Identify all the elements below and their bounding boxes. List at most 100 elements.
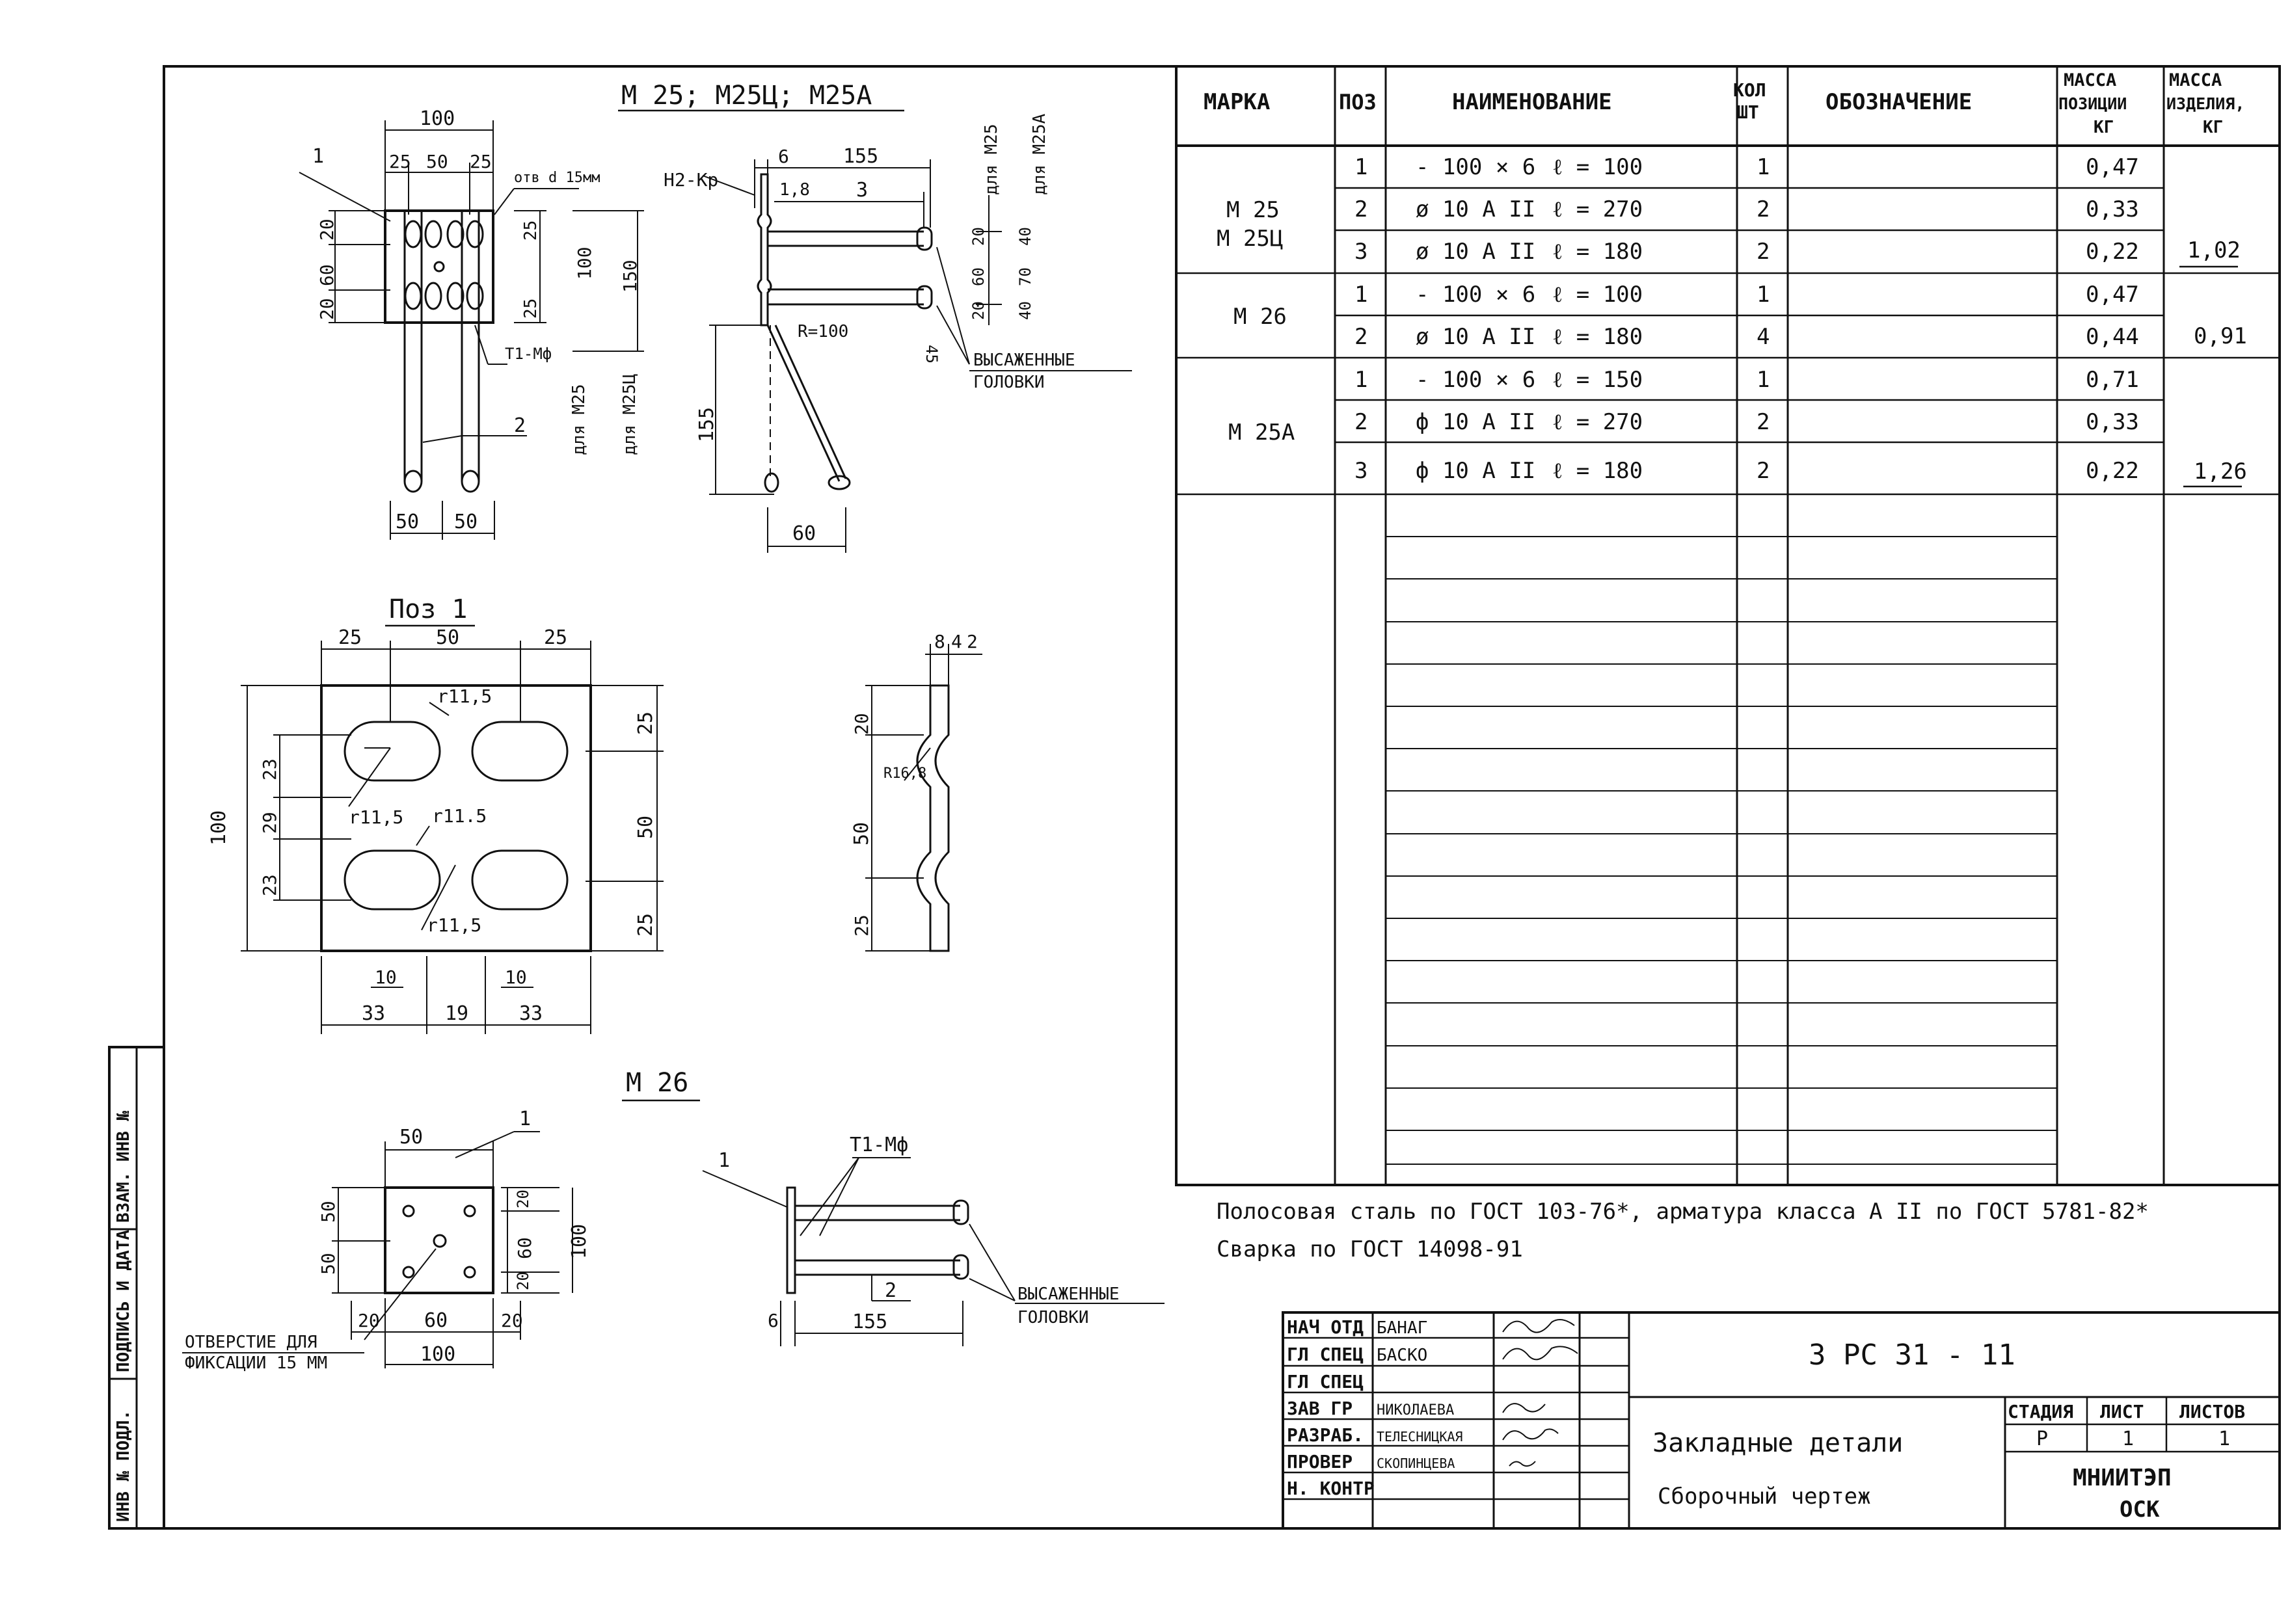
len-2-1: ℓ = 100 [1552,282,1643,308]
prof-dim-20: 20 [851,713,872,735]
len-1-1: ℓ = 100 [1552,154,1643,180]
name-1-2: ø 10 А II [1416,196,1535,222]
m26-front-view: М 26 50 1 50 50 20 60 20 100 20 60 20 [182,1068,700,1373]
dim-20-b: 20 [316,298,338,320]
mass-3-3: 0,22 [2086,458,2139,484]
empty-rows [1386,536,2057,1165]
prof-dim-4: 4 [951,631,962,652]
dim-100-side: 100 [574,246,595,280]
prof-dim-25: 25 [851,914,872,937]
p1-dim-25-c: 25 [634,712,657,735]
role-5: ПРОВЕР [1287,1451,1353,1472]
name-4: ТЕЛЕСНИЦКАЯ [1377,1429,1462,1444]
callout-2: 2 [514,414,526,437]
name-3: НИКОЛАЕВА [1377,1402,1454,1418]
m25-side-view: 6 155 1,8 3 R=100 45 155 60 20 60 20 40 … [664,113,1132,553]
name-1: БАСКО [1377,1346,1427,1365]
header-qty-2: ШТ [1737,101,1759,123]
side-dim-20-b: 20 [969,301,988,320]
header-mass-item-3: КГ [2203,118,2223,137]
m26s-callout-2: 2 [885,1279,896,1302]
pos-3-1: 1 [1354,367,1367,393]
len-3-2: ℓ = 270 [1552,409,1643,435]
p1-dim-25-b: 25 [544,626,567,649]
mass-1-1: 0,47 [2086,154,2139,180]
name-2-1: - 100 × 6 [1416,282,1535,308]
pos-2-2: 2 [1354,324,1367,350]
mass-item-1: 1,02 [2187,237,2241,263]
pos1-detail: Поз 1 25 50 25 r11,5 [208,594,664,1034]
dim-25-c: 25 [521,220,541,241]
role-2: ГЛ СПЕЦ [1287,1371,1364,1392]
p1-dim-33-b: 33 [519,1002,543,1025]
mass-3-1: 0,71 [2086,367,2139,393]
m26-side-view: Т1-Мф 1 2 6 155 ВЫСАЖЕННЫЕ ГОЛОВКИ [702,1134,1165,1346]
p1-r-1: r11,5 [437,686,492,707]
side-dim-r100: R=100 [798,322,848,341]
side-dim-40-a: 40 [1016,227,1034,246]
title-m26: М 26 [626,1068,688,1098]
role-4: РАЗРАБ. [1287,1424,1364,1446]
sheets-value: 1 [2218,1428,2230,1450]
p1-dim-19: 19 [445,1002,468,1025]
mass-2-2: 0,44 [2086,324,2139,350]
m26-dim-20-c: 20 [514,1190,532,1208]
name-1-3: ø 10 А II [1416,239,1535,265]
qty-2-2: 4 [1757,324,1770,350]
m26-dim-50-top: 50 [399,1126,423,1149]
m26s-dim-6: 6 [768,1310,779,1331]
p1-dim-100: 100 [208,810,230,845]
side-dim-45: 45 [923,345,941,364]
stamp-inv-podl: ИНВ № ПОДЛ. [114,1410,133,1522]
mass-1-2: 0,33 [2086,196,2139,222]
callout-t1mf: Т1-Мф [505,345,552,363]
pos1-holes [344,721,569,911]
len-1-3: ℓ = 180 [1552,239,1643,265]
m25-plate [384,209,494,324]
pos-1-2: 2 [1354,196,1367,222]
dim-50-b: 50 [396,511,419,533]
signatures [1502,1319,1578,1467]
org-1: МНИИТЭП [2073,1465,2172,1491]
side-callout-m25: для М25 [982,124,1001,195]
len-3-3: ℓ = 180 [1552,458,1643,484]
prof-dim-50: 50 [850,822,873,845]
m26-dim-50-a: 50 [317,1201,339,1223]
stage-value: Р [2036,1428,2048,1450]
p1-dim-10-a: 10 [375,966,397,988]
header-pos: ПОЗ [1339,90,1377,114]
m25-front-view: М 25; М25Ц; М25А [299,81,904,540]
stage-header: СТАДИЯ [2008,1401,2073,1422]
note-line-1: Полосовая сталь по ГОСТ 103-76*, арматур… [1217,1199,2149,1225]
note-line-2: Сварка по ГОСТ 14098-91 [1217,1236,1523,1262]
prof-dim-r168: R16,8 [883,765,926,782]
qty-2-1: 1 [1757,282,1770,308]
m26s-heads-1: ВЫСАЖЕННЫЕ [1017,1285,1120,1304]
header-mark: МАРКА [1204,89,1270,115]
p1-dim-33-a: 33 [362,1002,385,1025]
p1-r-3: r11.5 [432,805,487,827]
name-1-1: - 100 × 6 [1416,154,1535,180]
header-name: НАИМЕНОВАНИЕ [1452,89,1612,115]
header-mass-pos-1: МАССА [2064,70,2116,90]
stamp-podpis: ПОДПИСЬ И ДАТА [114,1230,133,1372]
name-3-1: - 100 × 6 [1416,367,1535,393]
pos-3-3: 3 [1354,458,1367,484]
m25-rods [403,211,480,481]
title-line-2: Сборочный чертеж [1658,1484,1871,1510]
dim-100-top: 100 [420,107,455,130]
len-3-1: ℓ = 150 [1552,367,1643,393]
m26-dim-50-b: 50 [317,1253,339,1275]
mark-m25a: М 25А [1228,419,1295,446]
title-top-view: М 25; М25Ц; М25А [621,81,872,111]
role-6: Н. КОНТР [1287,1478,1375,1499]
pos1-plate [320,684,592,952]
mark-m26: М 26 [1233,304,1287,330]
qty-1-2: 2 [1757,196,1770,222]
qty-1-3: 2 [1757,239,1770,265]
dim-25-d: 25 [521,299,541,319]
callout-1: 1 [312,145,324,168]
mark-m25c: М 25Ц [1217,226,1283,252]
name-3-3: ф 10 А II [1416,458,1535,484]
m26-plate [384,1186,494,1294]
